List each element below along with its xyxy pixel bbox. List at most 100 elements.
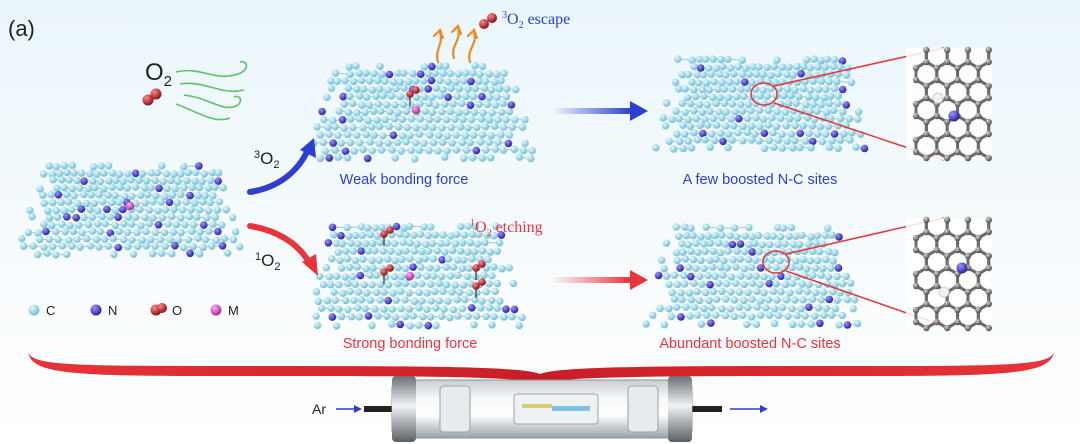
- carbon-atom: [745, 240, 753, 249]
- carbon-atom: [379, 247, 388, 255]
- carbon-atom: [92, 235, 101, 244]
- carbon-atom: [330, 231, 338, 239]
- carbon-atom: [433, 115, 441, 124]
- carbon-atom: [361, 304, 369, 313]
- carbon-atom: [376, 280, 385, 289]
- carbon-atom: [690, 62, 698, 71]
- carbon-atom: [359, 145, 367, 154]
- nitrogen-atom: [466, 101, 475, 109]
- carbon-atom: [737, 85, 745, 93]
- carbon-atom: [439, 69, 447, 78]
- svg-text:O: O: [172, 303, 182, 318]
- carbon-atom: [366, 296, 375, 304]
- carbon-atom: [422, 240, 430, 248]
- carbon-atom: [825, 248, 833, 256]
- carbon-atom: [332, 272, 341, 280]
- carbon-atom: [696, 272, 704, 280]
- carbon-atom: [83, 234, 91, 243]
- carbon-atom: [123, 228, 132, 237]
- carbon-atom: [410, 247, 418, 255]
- carbon-atom: [498, 265, 506, 273]
- carbon-atom: [82, 199, 91, 208]
- carbon-atom: [441, 248, 449, 256]
- carbon-atom: [153, 168, 162, 177]
- carbon-atom: [711, 231, 719, 240]
- carbon-atom: [805, 280, 813, 289]
- carbon-atom: [528, 147, 536, 155]
- carbon-atom: [427, 280, 435, 288]
- carbon-atom: [368, 321, 376, 330]
- blue-process-arrow: [552, 101, 648, 121]
- carbon-atom: [813, 107, 821, 115]
- carbon-atom: [814, 63, 822, 71]
- carbon-atom: [191, 199, 199, 207]
- carbon-atom: [456, 123, 465, 131]
- carbon-atom: [738, 70, 746, 79]
- carbon-atom: [485, 116, 493, 124]
- carbon-atom: [687, 99, 695, 108]
- carbon-atom: [503, 85, 511, 93]
- carbon-atom: [401, 264, 410, 273]
- carbon-atom: [732, 279, 740, 287]
- carbon-atom: [791, 296, 799, 304]
- carbon-atom: [688, 56, 696, 64]
- carbon-atom: [484, 255, 492, 264]
- carbon-atom: [458, 264, 467, 273]
- carbon-atom: [452, 146, 461, 154]
- carbon-atom: [353, 263, 361, 271]
- carbon-atom: [312, 312, 320, 320]
- carbon-atom: [702, 79, 711, 87]
- carbon-atom: [753, 303, 761, 311]
- carbon-atom: [434, 147, 442, 155]
- carbon-atom: [358, 101, 366, 109]
- carbon-atom: [796, 143, 804, 152]
- carbon-atom: [833, 77, 841, 86]
- carbon-atom: [500, 69, 508, 78]
- carbon-atom: [123, 184, 131, 192]
- carbon-atom: [410, 297, 419, 306]
- carbon-atom: [515, 153, 524, 161]
- carbon-atom: [765, 136, 773, 145]
- carbon-atom: [163, 184, 171, 193]
- carbon-atom: [829, 288, 837, 296]
- carbon-atom: [505, 264, 513, 272]
- carbon-atom: [152, 192, 160, 200]
- nitrogen-atom: [338, 116, 347, 124]
- carbon-atom: [453, 296, 461, 304]
- carbon-atom: [173, 199, 181, 207]
- nitrogen-atom: [676, 264, 684, 272]
- carbon-atom: [362, 93, 371, 101]
- carbon-atom: [327, 304, 335, 312]
- carbon-atom: [394, 69, 402, 77]
- carbon-atom: [477, 115, 486, 123]
- carbon-atom: [141, 213, 149, 222]
- carbon-atom: [456, 247, 465, 255]
- carbon-atom: [831, 248, 839, 257]
- carbon-atom: [843, 295, 852, 304]
- carbon-atom: [806, 86, 815, 95]
- carbon-atom: [454, 70, 463, 78]
- carbon-atom: [364, 116, 372, 125]
- carbon-atom: [670, 295, 679, 303]
- carbon-atom: [390, 272, 399, 281]
- carbon-atom: [776, 114, 785, 123]
- oxygen-atom: [406, 90, 414, 98]
- carbon-atom: [355, 115, 364, 123]
- carbon-atom: [695, 296, 704, 305]
- carbon-atom: [427, 223, 435, 231]
- svg-text:N: N: [108, 303, 117, 318]
- carbon-atom: [355, 313, 363, 321]
- carbon-atom: [373, 232, 381, 240]
- carbon-atom: [335, 281, 343, 289]
- nitrogen-atom: [214, 177, 222, 185]
- carbon-atom: [704, 64, 713, 73]
- carbon-atom: [770, 62, 778, 71]
- carbon-atom: [770, 305, 779, 313]
- carbon-atom: [742, 64, 750, 72]
- carbon-atom: [331, 123, 339, 131]
- carbon-atom: [177, 191, 185, 199]
- carbon-atom: [482, 146, 490, 154]
- carbon-atom: [429, 123, 437, 132]
- carbon-atom: [26, 206, 34, 214]
- carbon-atom: [327, 84, 336, 93]
